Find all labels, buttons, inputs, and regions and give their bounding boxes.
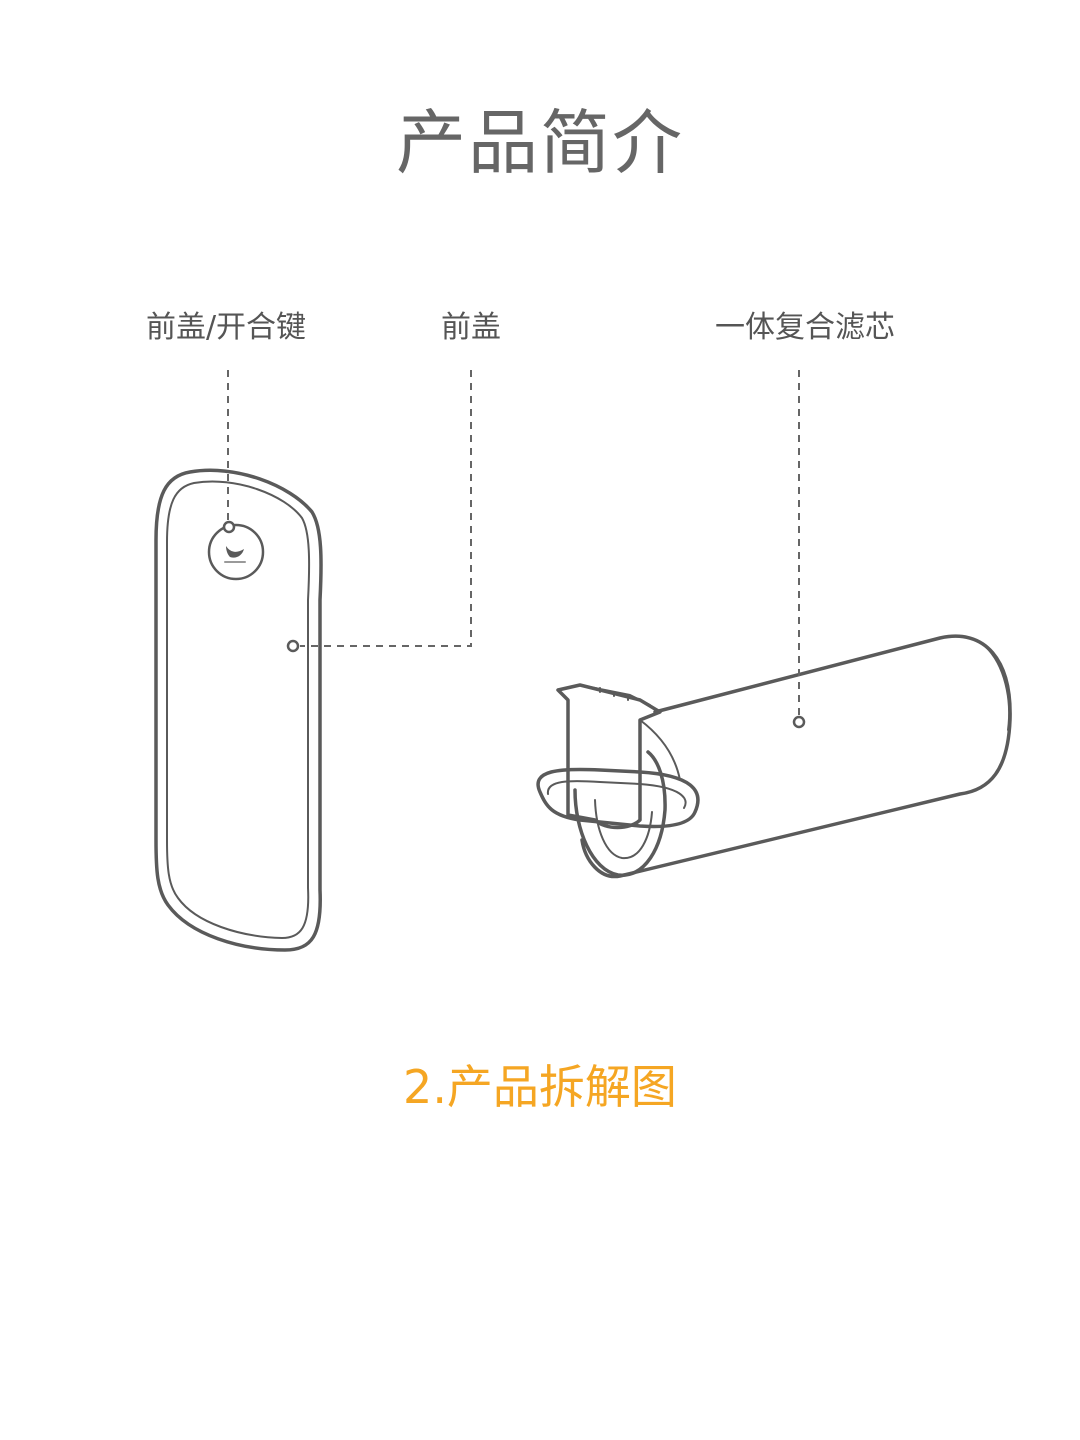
leader-lines xyxy=(227,370,800,716)
callout-dot-icon xyxy=(792,715,806,729)
filter-handle-side xyxy=(639,719,681,781)
callout-label-cover: 前盖 xyxy=(441,310,501,345)
filter-handle-grip xyxy=(579,684,651,706)
bird-logo-icon xyxy=(224,546,246,563)
section-caption: 2.产品拆解图 xyxy=(403,1060,677,1114)
front-cover-inner-outline xyxy=(166,480,311,939)
callout-dot-icon xyxy=(286,639,300,653)
front-cover-drawing xyxy=(154,468,323,952)
callout-dot-icon xyxy=(222,520,236,534)
filter-clamp-ring xyxy=(536,767,700,829)
open-close-button xyxy=(207,523,265,581)
filter-cylinder-end-rim xyxy=(984,645,1011,731)
filter-cylinder-body xyxy=(580,634,1012,879)
callout-label-cover-button: 前盖/开合键 xyxy=(145,310,307,345)
callout-label-filter: 一体复合滤芯 xyxy=(715,310,895,345)
filter-handle-tab xyxy=(556,683,662,830)
page-title: 产品简介 xyxy=(396,102,684,184)
filter-cartridge-drawing xyxy=(536,634,1012,879)
front-cover-outer-outline xyxy=(154,468,323,952)
leader-line-cover xyxy=(300,370,472,647)
filter-clamp-ring-inner xyxy=(546,780,687,809)
filter-end-cap-inner xyxy=(594,799,653,860)
